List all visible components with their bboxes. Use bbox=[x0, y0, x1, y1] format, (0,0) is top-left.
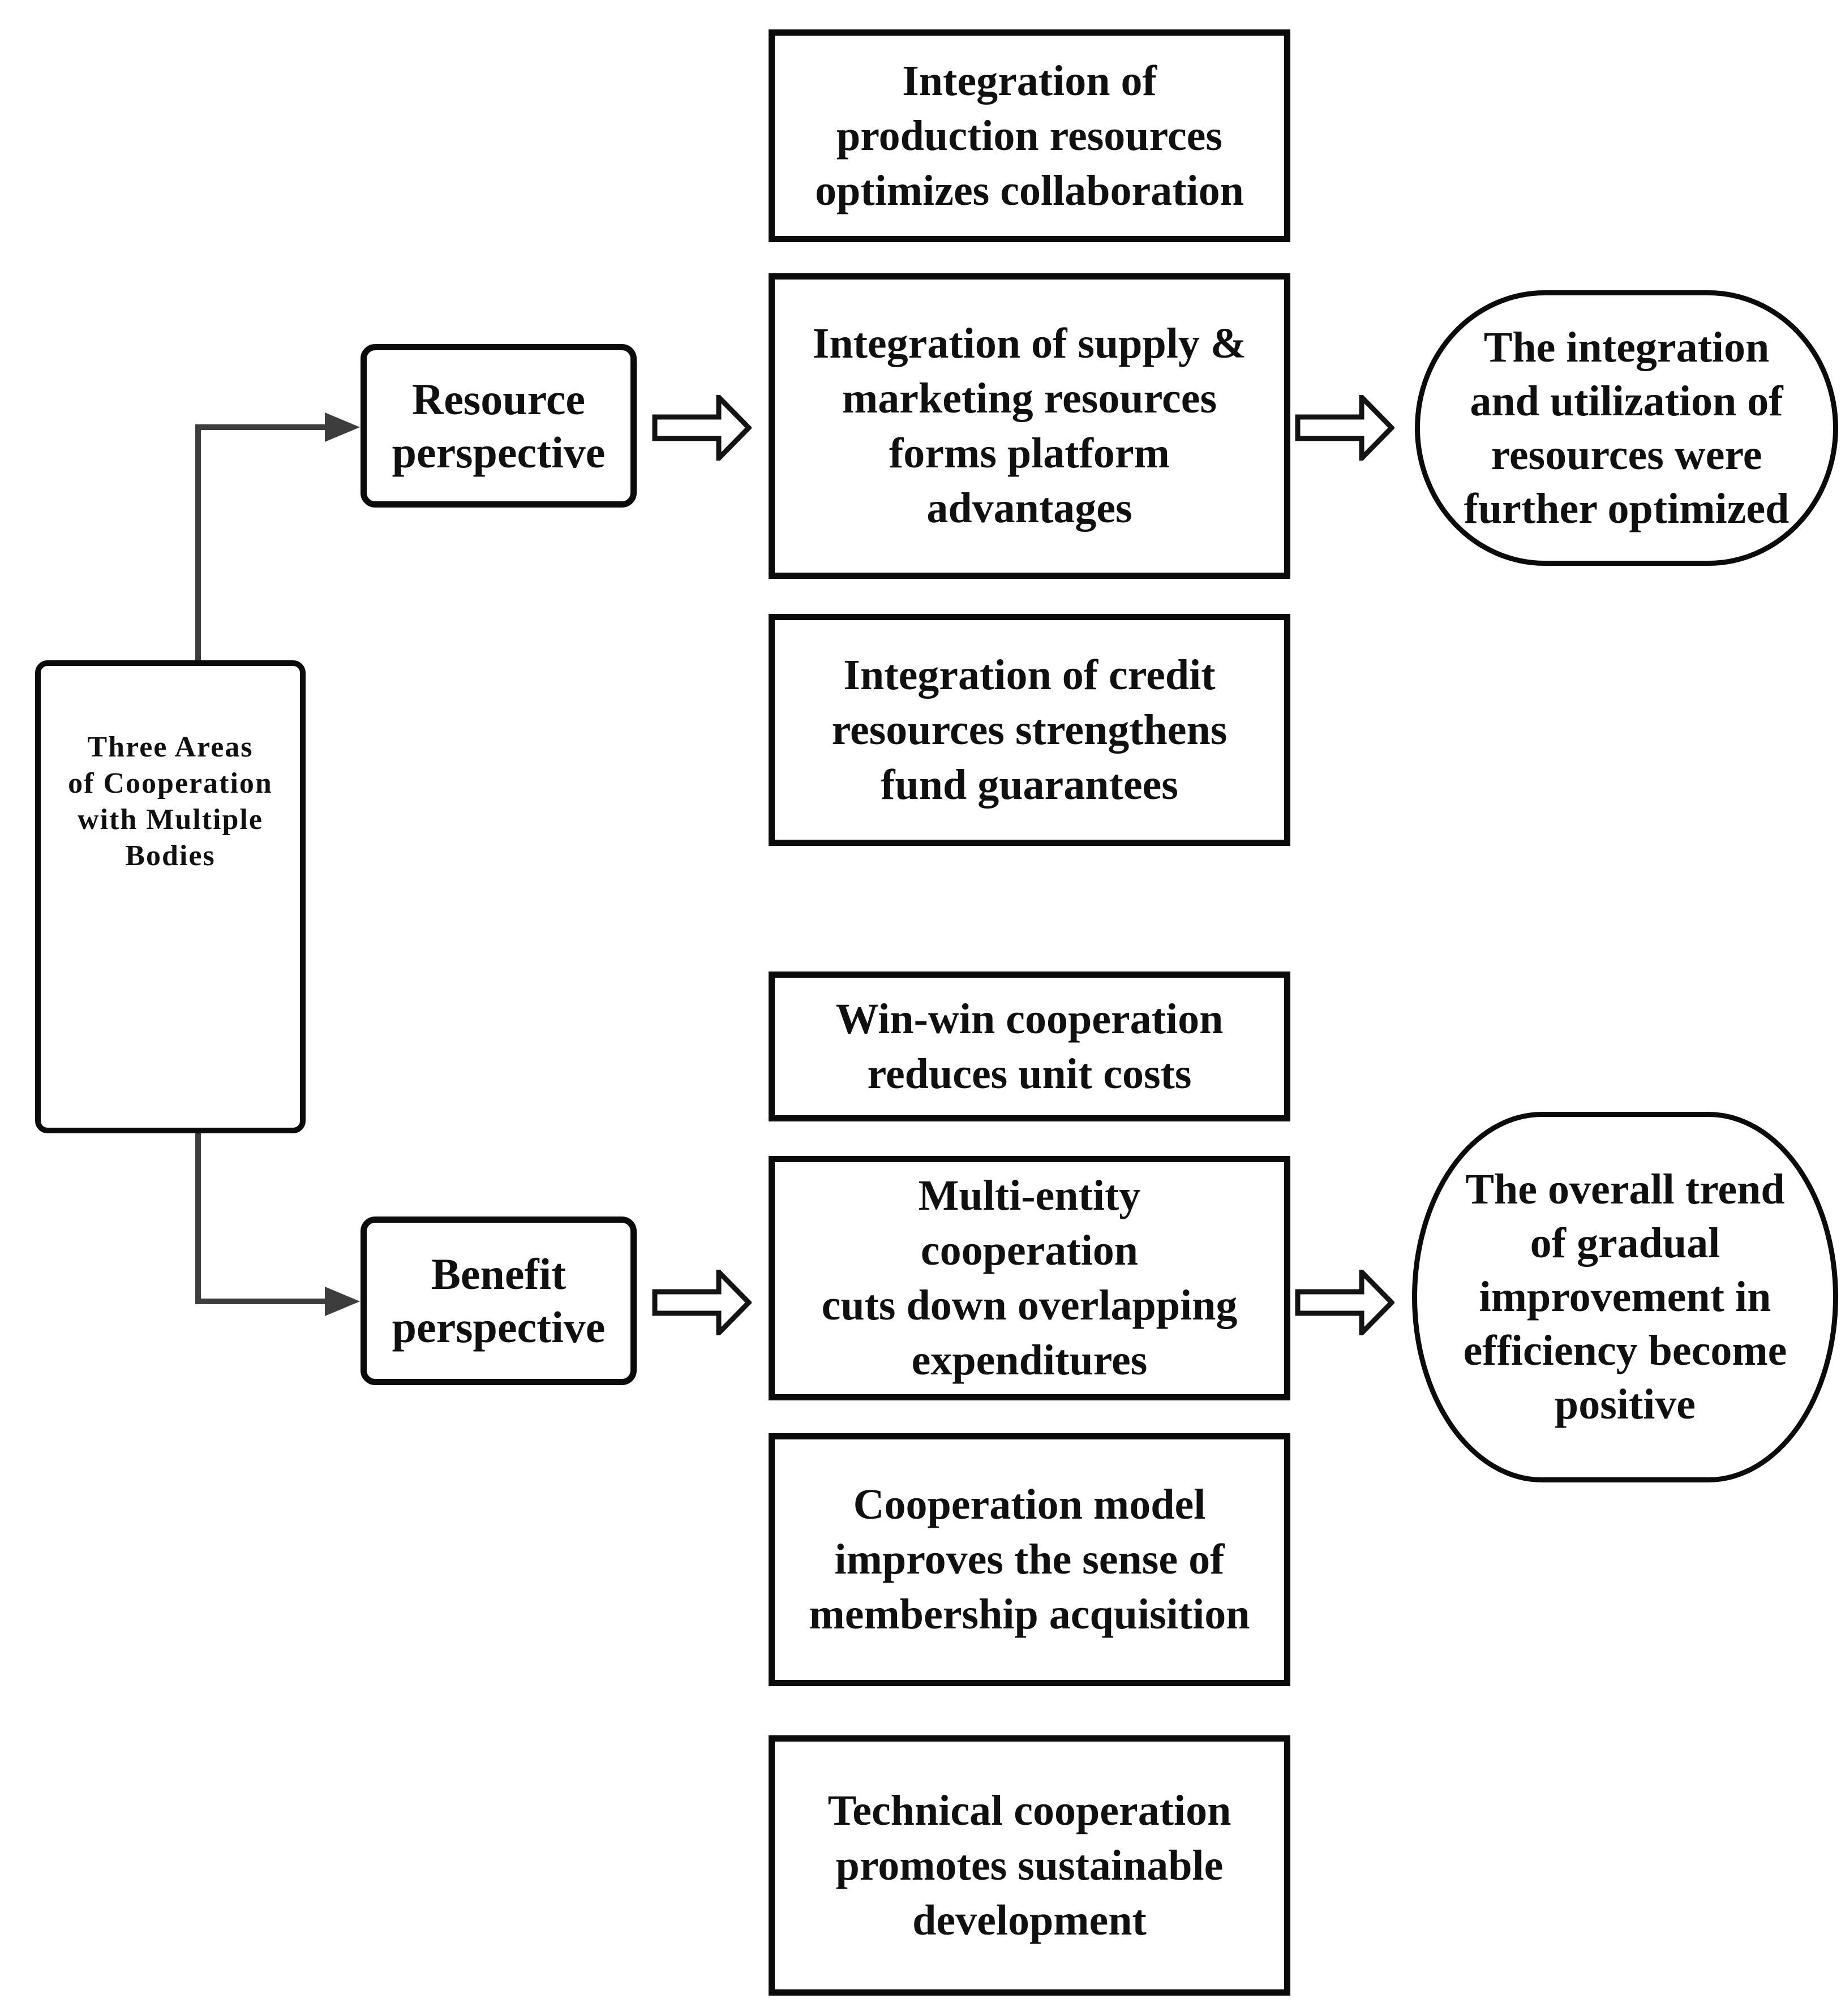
node-benefit-item: Cooperation model improves the sense of … bbox=[769, 1433, 1290, 1686]
node-label: Integration of supply & marketing resour… bbox=[812, 320, 1247, 532]
node-resource-item: Integration of production resources opti… bbox=[769, 29, 1290, 242]
node-label: Multi-entity cooperation cuts down overl… bbox=[821, 1172, 1238, 1384]
node-resource-perspective: Resource perspective bbox=[361, 344, 637, 508]
block-arrow-icon bbox=[652, 1270, 752, 1335]
node-resource-outcome: The integration and utilization of resou… bbox=[1415, 290, 1838, 566]
node-label: Integration of production resources opti… bbox=[815, 57, 1244, 214]
block-arrow-icon bbox=[1295, 395, 1394, 461]
node-label: Integration of credit resources strength… bbox=[831, 651, 1228, 809]
node-benefit-item: Technical cooperation promotes sustainab… bbox=[769, 1735, 1290, 1996]
node-label: The integration and utilization of resou… bbox=[1464, 323, 1789, 532]
elbow-connector-benefit bbox=[195, 1132, 360, 1316]
node-label: Three Areas of Cooperation with Multiple… bbox=[68, 731, 273, 872]
node-label: Benefit perspective bbox=[392, 1249, 606, 1352]
node-benefit-item: Win-win cooperation reduces unit costs bbox=[769, 972, 1290, 1121]
node-label: Technical cooperation promotes sustainab… bbox=[827, 1786, 1231, 1944]
node-benefit-outcome: The overall trend of gradual improvement… bbox=[1412, 1112, 1838, 1482]
elbow-connector-resource bbox=[195, 412, 360, 662]
arrowhead-icon bbox=[325, 1287, 360, 1316]
node-resource-item: Integration of supply & marketing resour… bbox=[769, 273, 1290, 579]
arrowhead-icon bbox=[325, 412, 360, 442]
block-arrow-icon bbox=[652, 395, 752, 461]
node-benefit-item: Multi-entity cooperation cuts down overl… bbox=[769, 1156, 1290, 1400]
node-label: Cooperation model improves the sense of … bbox=[809, 1481, 1250, 1638]
node-label: Win-win cooperation reduces unit costs bbox=[835, 995, 1224, 1098]
node-root-three-areas: Three Areas of Cooperation with Multiple… bbox=[35, 660, 306, 1133]
node-resource-item: Integration of credit resources strength… bbox=[769, 614, 1290, 846]
node-benefit-perspective: Benefit perspective bbox=[361, 1217, 637, 1385]
node-label: The overall trend of gradual improvement… bbox=[1463, 1166, 1787, 1428]
block-arrow-icon bbox=[1295, 1270, 1394, 1335]
node-label: Resource perspective bbox=[392, 374, 606, 477]
